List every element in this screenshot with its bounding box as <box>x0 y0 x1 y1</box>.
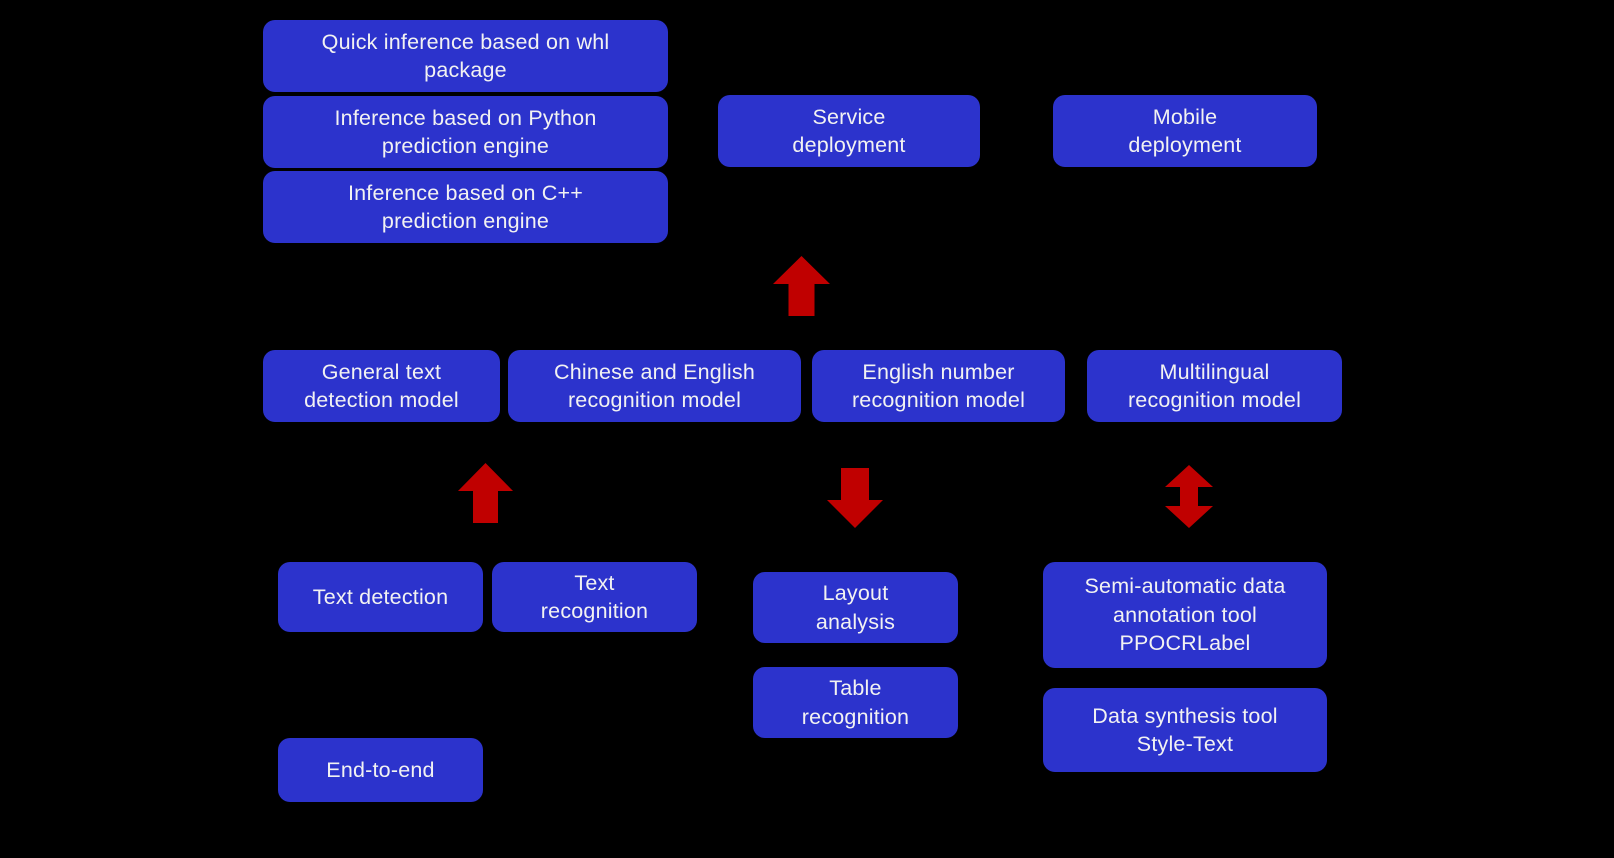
node-mobile-deployment: Mobile deployment <box>1053 95 1317 167</box>
node-whl-package: Quick inference based on whl package <box>263 20 668 92</box>
node-text-recognition: Text recognition <box>492 562 697 632</box>
node-general-text-detection: General text detection model <box>263 350 500 422</box>
node-english-number-recognition: English number recognition model <box>812 350 1065 422</box>
up-arrow-icon <box>458 463 513 523</box>
node-cpp-engine: Inference based on C++ prediction engine <box>263 171 668 243</box>
node-end-to-end: End-to-end <box>278 738 483 802</box>
node-ppocrlabel: Semi-automatic data annotation tool PPOC… <box>1043 562 1327 668</box>
down-arrow-icon <box>827 468 883 528</box>
node-service-deployment: Service deployment <box>718 95 980 167</box>
up-down-arrow-icon <box>1165 465 1213 528</box>
node-style-text: Data synthesis tool Style-Text <box>1043 688 1327 772</box>
node-text-detection: Text detection <box>278 562 483 632</box>
node-multilingual-recognition: Multilingual recognition model <box>1087 350 1342 422</box>
node-layout-analysis: Layout analysis <box>753 572 958 643</box>
up-arrow-icon <box>773 256 830 316</box>
node-python-engine: Inference based on Python prediction eng… <box>263 96 668 168</box>
node-table-recognition: Table recognition <box>753 667 958 738</box>
node-chinese-english-recognition: Chinese and English recognition model <box>508 350 801 422</box>
